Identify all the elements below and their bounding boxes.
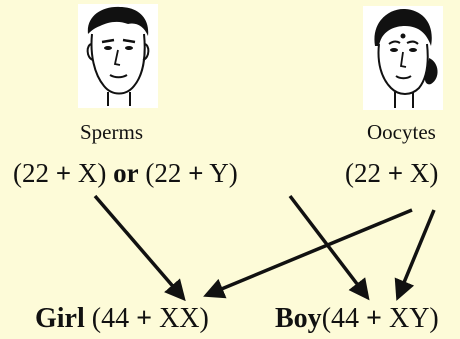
boy-plus: + [366,303,382,334]
girl-open: (44 [92,303,129,334]
arrow-sperm-x-to-girl [95,196,183,298]
arrow-oocyte-to-boy [398,210,434,297]
boy-close: XY) [389,303,439,334]
boy-result: Boy(44 + XY) [275,305,439,333]
girl-label: Girl [35,303,85,334]
girl-plus: + [136,303,152,334]
boy-open: (44 [322,303,359,334]
girl-result: Girl (44 + XX) [35,305,209,333]
girl-close: XX) [159,303,209,334]
boy-label: Boy [275,303,322,334]
